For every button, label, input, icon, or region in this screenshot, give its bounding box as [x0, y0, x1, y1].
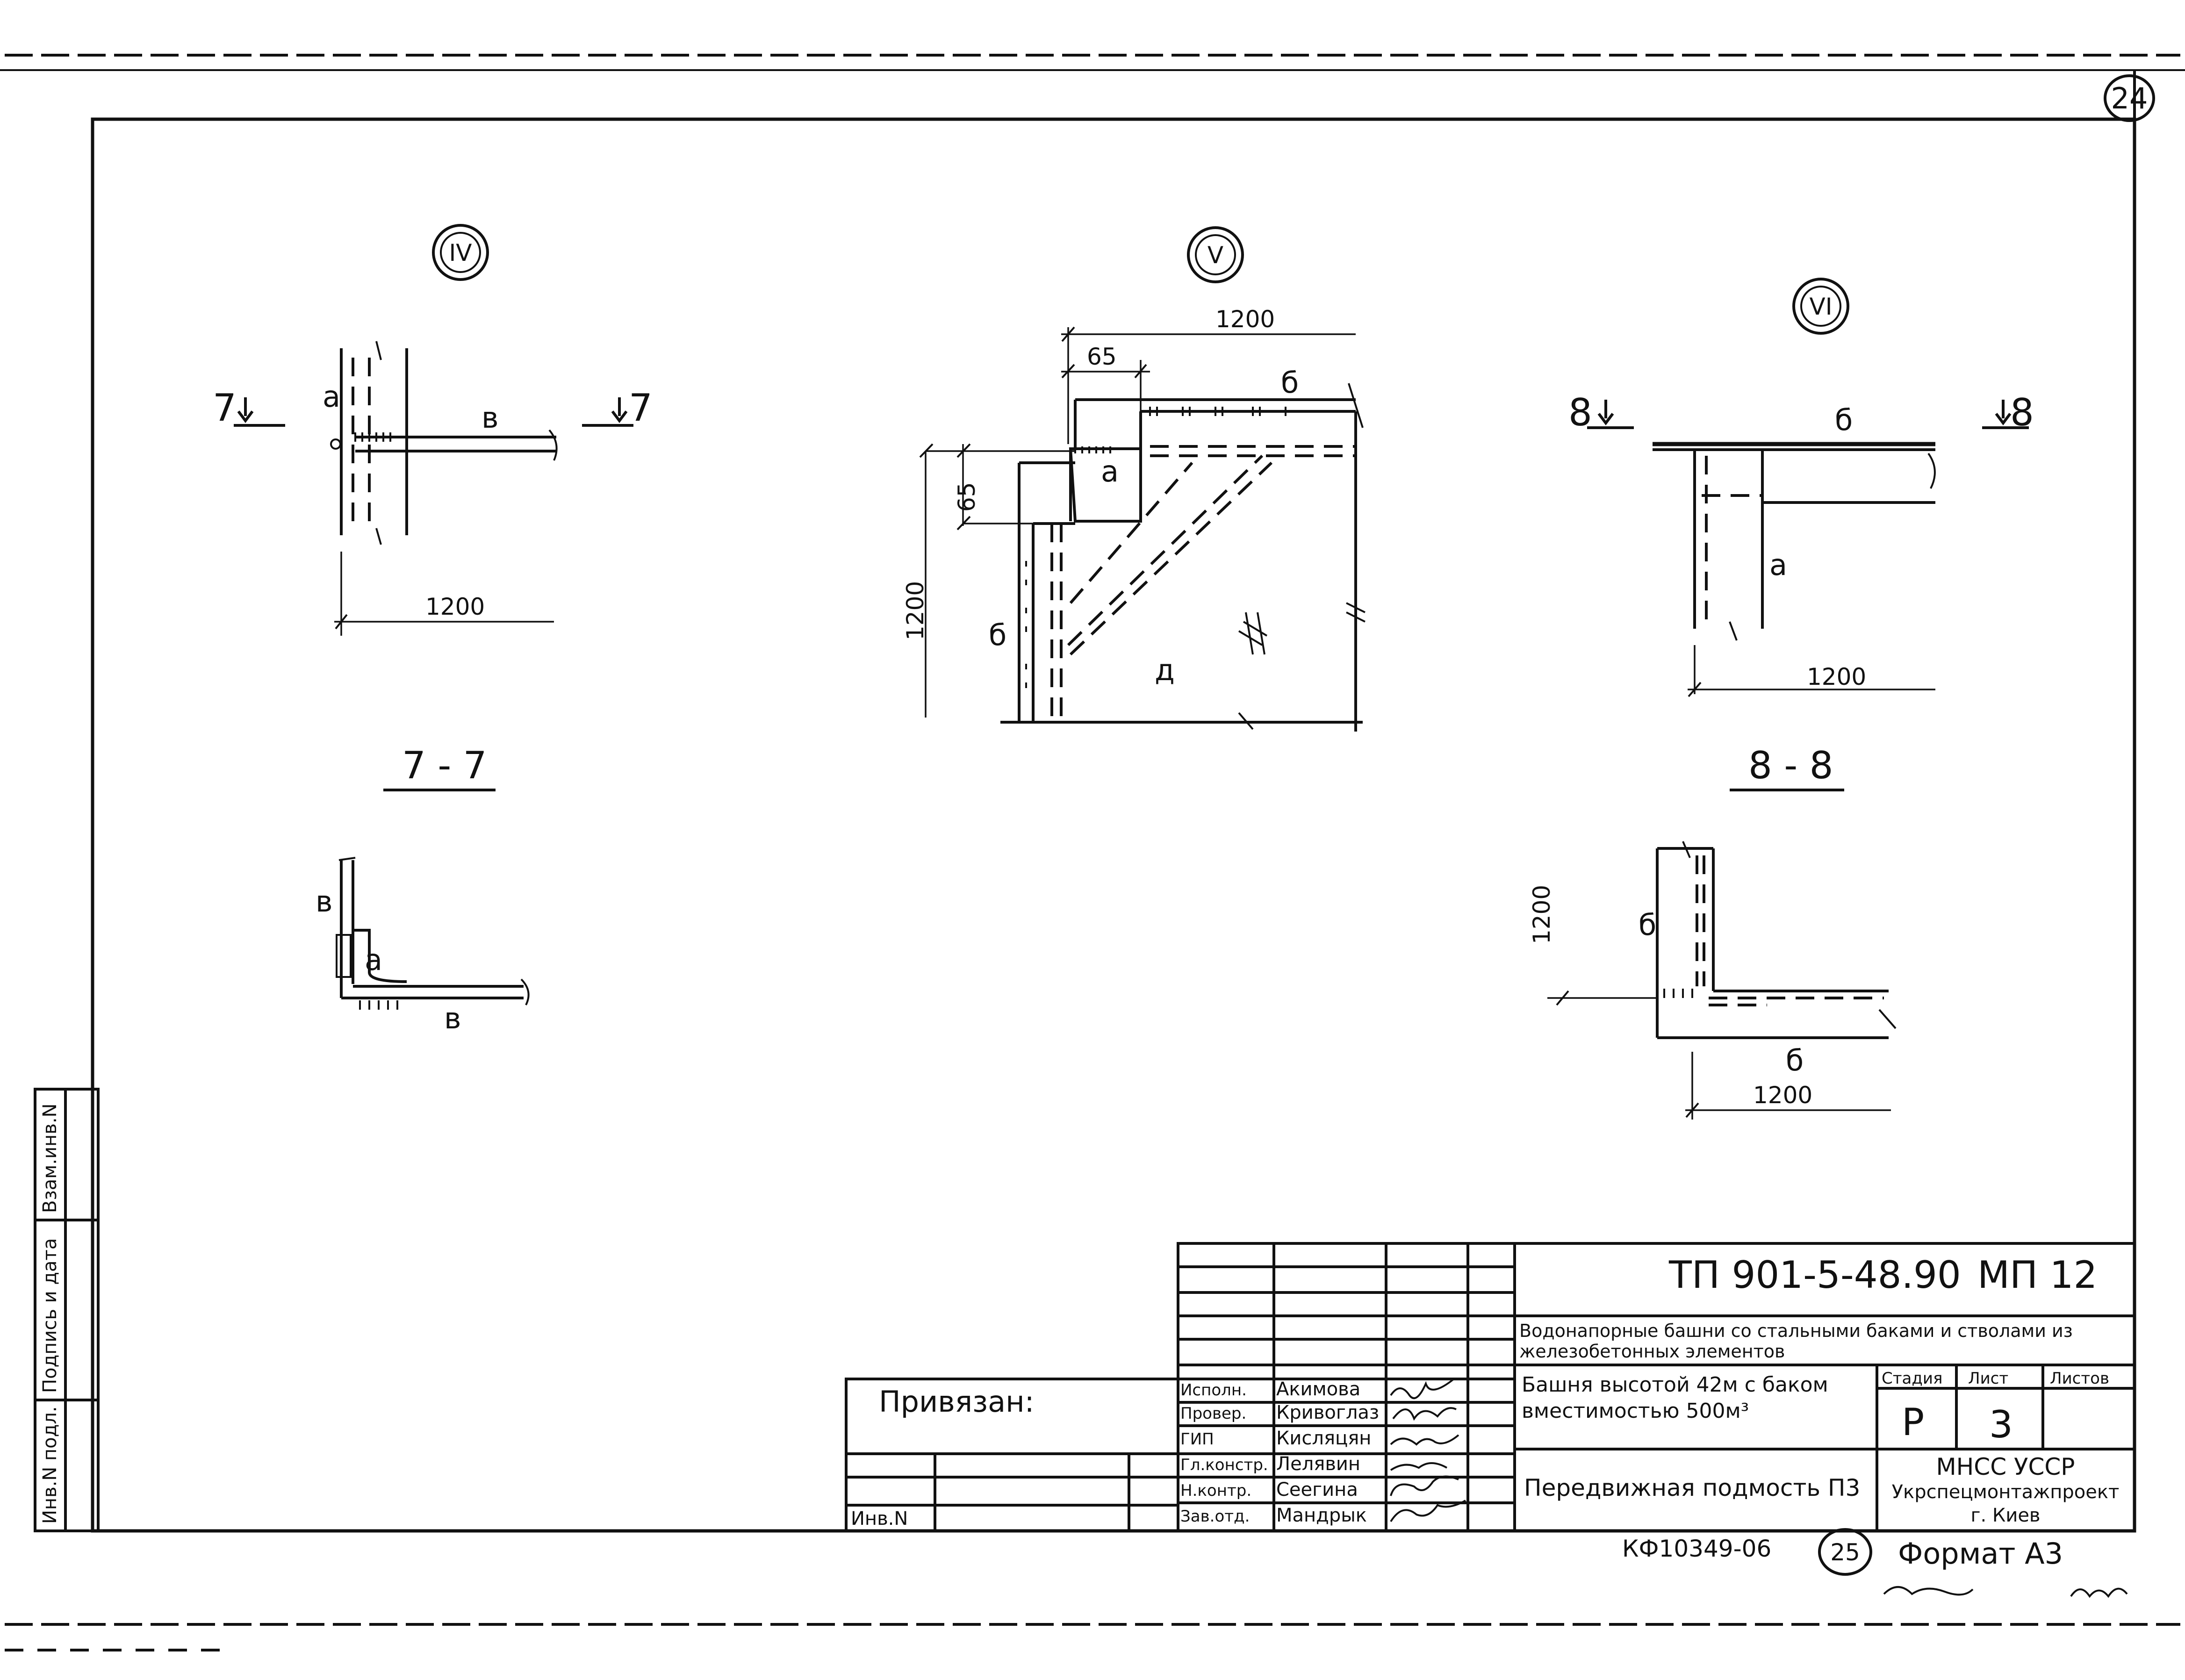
- role-row: Зав.отд. Мандрык: [1180, 1505, 1367, 1526]
- view-iv: IV 7 7 а в 1200: [213, 224, 653, 636]
- svg-text:Гл.констр.: Гл.констр.: [1180, 1456, 1268, 1474]
- view-v: V 1200 65 65 1200 б а: [902, 226, 1366, 732]
- svg-text:а: а: [323, 380, 340, 414]
- stamp-podpis-data: Подпись и дата: [39, 1238, 61, 1393]
- svg-text:в: в: [444, 1001, 461, 1035]
- sheet-number: 24: [2104, 74, 2155, 122]
- page-number: 25: [1830, 1539, 1860, 1566]
- role-row: Н.контр. Сеегина: [1180, 1479, 1358, 1501]
- svg-text:1200: 1200: [1807, 663, 1866, 690]
- svg-text:Сеегина: Сеегина: [1276, 1479, 1358, 1501]
- svg-text:Лист: Лист: [1968, 1369, 2008, 1388]
- project-title: Водонапорные башни со стальными баками и…: [1519, 1321, 2073, 1362]
- svg-text:в: в: [482, 401, 499, 435]
- svg-text:д: д: [1155, 653, 1175, 687]
- svg-text:б: б: [1639, 908, 1656, 942]
- view-vi-mark: VI: [1792, 278, 1849, 335]
- signatures: [1390, 1378, 1466, 1522]
- section-7-7-title: 7 - 7: [402, 744, 487, 787]
- view-v-mark: V: [1187, 226, 1244, 283]
- role-row: Гл.констр. Лелявин: [1180, 1453, 1360, 1475]
- title-block: Привязан: Инв.N Исполн. Акимова Провер. …: [845, 1242, 2136, 1532]
- svg-text:1200: 1200: [1215, 306, 1275, 333]
- section-8-8-title: 8 - 8: [1748, 744, 1833, 787]
- privyazan-label: Привязан:: [879, 1385, 1035, 1419]
- svg-text:1200: 1200: [902, 581, 929, 640]
- svg-text:Н.контр.: Н.контр.: [1180, 1481, 1251, 1500]
- svg-text:а: а: [1769, 548, 1787, 582]
- svg-text:65: 65: [953, 482, 980, 512]
- svg-text:Листов: Листов: [2050, 1369, 2109, 1388]
- side-stamp: Инв.N подл. Подпись и дата Взам.инв.N: [34, 1088, 100, 1532]
- sheet-value: 3: [1989, 1403, 2013, 1446]
- svg-text:V: V: [1208, 242, 1223, 269]
- org-line1: МНСС УССР: [1936, 1453, 2075, 1480]
- view-vi-cut-8-right: 8: [1982, 391, 2034, 434]
- svg-text:IV: IV: [449, 239, 472, 266]
- section-8-8: 8 - 8 б б 1200 1200: [1528, 744, 1897, 1120]
- role-row: Провер. Кривоглаз: [1180, 1402, 1379, 1423]
- role-row: ГИП Кисляцян: [1180, 1428, 1371, 1449]
- svg-text:б: б: [1835, 403, 1853, 437]
- svg-text:ГИП: ГИП: [1180, 1430, 1214, 1449]
- view-vi: VI 8 8 б а 1200: [1568, 278, 2034, 697]
- stamp-inv-podl: Инв.N подл.: [39, 1406, 61, 1524]
- svg-text:VI: VI: [1810, 293, 1833, 320]
- svg-text:7: 7: [629, 386, 653, 430]
- svg-text:Кисляцян: Кисляцян: [1276, 1428, 1371, 1449]
- svg-text:б: б: [1281, 366, 1299, 400]
- svg-text:в: в: [316, 884, 333, 919]
- svg-text:Стадия: Стадия: [1882, 1369, 1942, 1388]
- inv-n-label: Инв.N: [851, 1508, 908, 1529]
- view-iv-cut-7-right: 7: [582, 386, 653, 430]
- svg-text:65: 65: [1087, 343, 1117, 370]
- drawing-title: Передвижная подмость П3: [1524, 1474, 1860, 1501]
- sheet-code: МП 12: [1977, 1253, 2097, 1297]
- section-7-7: 7 - 7 в а в: [316, 744, 530, 1035]
- org-line2: Укрспецмонтажпроект: [1892, 1481, 2120, 1503]
- svg-text:Лелявин: Лелявин: [1276, 1453, 1360, 1475]
- doc-code: ТП 901-5-48.90: [1668, 1253, 1961, 1297]
- footer-signature: [1883, 1586, 1974, 1596]
- svg-text:1200: 1200: [1528, 885, 1555, 944]
- org-line3: г. Киев: [1970, 1505, 2040, 1526]
- svg-text:8: 8: [2010, 391, 2034, 434]
- svg-text:Исполн.: Исполн.: [1180, 1381, 1247, 1400]
- svg-text:Мандрык: Мандрык: [1276, 1505, 1367, 1526]
- svg-text:Акимова: Акимова: [1276, 1378, 1360, 1400]
- drawing-frame: [91, 70, 2136, 1533]
- scan-edge-lines: [0, 54, 2185, 1651]
- footer: КФ10349-06 25 Формат А3: [1622, 1528, 2128, 1598]
- stamp-vzam-inv: Взам.инв.N: [39, 1104, 61, 1213]
- svg-text:а: а: [1101, 454, 1119, 488]
- svg-text:б: б: [989, 618, 1006, 652]
- view-iv-mark: IV: [432, 224, 489, 281]
- svg-text:1200: 1200: [425, 593, 485, 620]
- svg-text:Провер.: Провер.: [1180, 1404, 1246, 1423]
- svg-text:Зав.отд.: Зав.отд.: [1180, 1507, 1250, 1526]
- svg-text:Кривоглаз: Кривоглаз: [1276, 1402, 1379, 1423]
- view-iv-cut-7-left: 7: [213, 386, 285, 430]
- format-label: Формат А3: [1898, 1536, 2063, 1571]
- role-row: Исполн. Акимова: [1180, 1378, 1360, 1400]
- svg-text:7: 7: [213, 386, 237, 430]
- svg-text:8: 8: [1568, 391, 1592, 434]
- stage-value: Р: [1902, 1400, 1924, 1444]
- footer-signature: [2070, 1587, 2128, 1598]
- object-title: Башня высотой 42м с баком вместимостью 5…: [1522, 1373, 1828, 1423]
- view-vi-cut-8-left: 8: [1568, 391, 1634, 434]
- svg-text:б: б: [1786, 1043, 1804, 1077]
- svg-text:1200: 1200: [1753, 1082, 1812, 1109]
- archive-code: КФ10349-06: [1622, 1535, 1771, 1562]
- svg-text:24: 24: [2111, 81, 2148, 115]
- svg-text:а: а: [365, 943, 382, 977]
